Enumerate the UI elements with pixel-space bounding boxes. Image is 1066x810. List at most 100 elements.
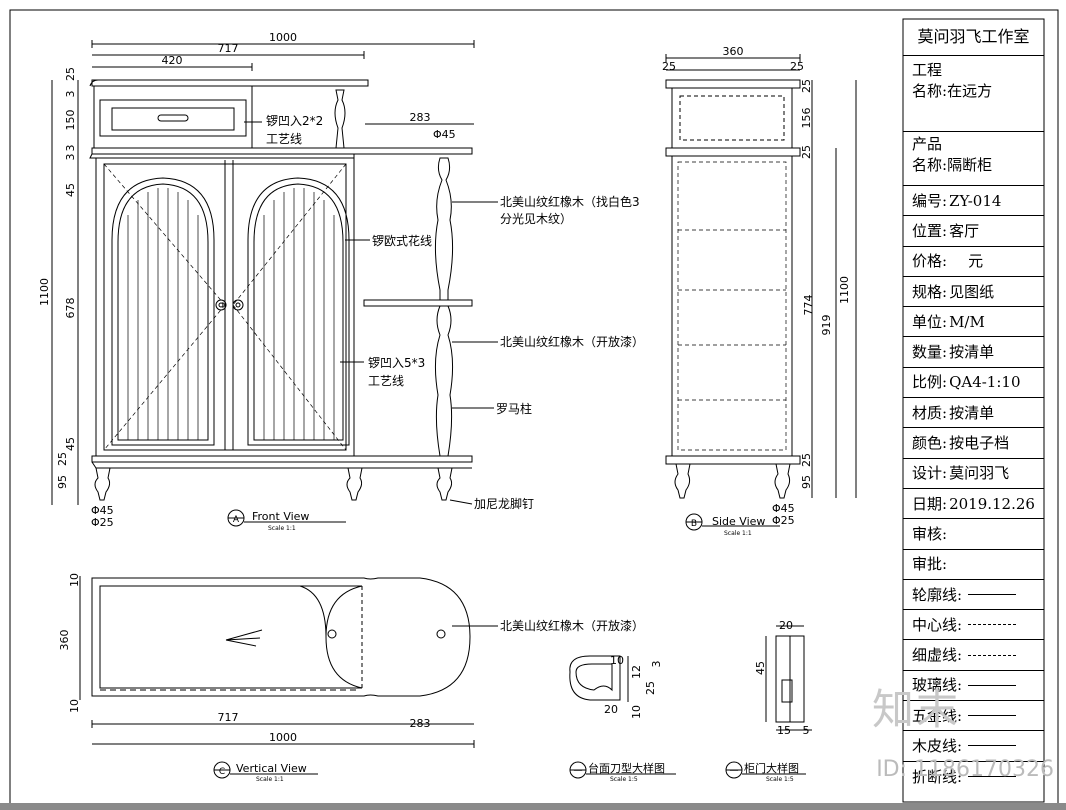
row-value: 按清单 xyxy=(949,343,995,362)
side-view-scale: Scale 1:1 xyxy=(724,530,752,537)
top-dim-283: 283 xyxy=(410,717,431,730)
front-view xyxy=(51,40,498,527)
note-groove-5x3: 锣凹入5*3 xyxy=(368,356,425,370)
product-name-key: 名称: xyxy=(912,156,948,174)
side-view-title: Side View xyxy=(712,515,765,528)
row-spec: 规格:见图纸 xyxy=(903,277,1044,308)
product-cell: 产品 名称:隔断柜 xyxy=(903,132,1044,186)
line-sample-solid xyxy=(968,715,1017,717)
top-dim-360: 360 xyxy=(58,630,71,651)
detail-top-scale: Scale 1:5 xyxy=(610,776,638,783)
dim-top-25: 25 xyxy=(64,67,77,81)
project-name: 在远方 xyxy=(947,82,993,100)
detail-door-dim-15: 15 xyxy=(777,724,791,737)
detail-top-dim-3: 3 xyxy=(650,661,663,668)
row-color: 颜色:按电子档 xyxy=(903,428,1044,459)
row-value: 元 xyxy=(949,252,984,271)
row-value: ZY-014 xyxy=(949,191,1002,210)
dim-25b: 25 xyxy=(56,452,69,466)
line-sample-solid xyxy=(968,684,1017,686)
detail-door-dim-20: 20 xyxy=(779,619,793,632)
side-dim-1100: 1100 xyxy=(838,276,851,304)
note-roman-column: 罗马柱 xyxy=(496,401,532,416)
dim-column-dia-top: Φ45 xyxy=(433,128,456,141)
title-block-frame xyxy=(902,18,1045,803)
detail-top-title: 台面刀型大样图 xyxy=(588,761,665,775)
row-number: 编号:ZY-014 xyxy=(903,186,1044,217)
row-date: 日期:2019.12.26 xyxy=(903,489,1044,520)
line-sample-dashdot xyxy=(968,624,1017,626)
dim-45b: 45 xyxy=(64,437,77,451)
dim-150: 150 xyxy=(64,110,77,131)
row-key: 数量: xyxy=(912,343,948,362)
dim-45a: 45 xyxy=(64,183,77,197)
line-sample-break xyxy=(968,776,1017,778)
top-view-scale: Scale 1:1 xyxy=(256,776,284,783)
side-dim-dia-45: Φ45 xyxy=(772,502,795,515)
row-key: 审批: xyxy=(912,555,948,574)
legend-key: 玻璃线: xyxy=(912,676,963,695)
legend-center: 中心线: xyxy=(903,610,1044,641)
side-dim-25a: 25 xyxy=(800,79,813,93)
detail-top-letter: 一 xyxy=(573,767,582,777)
row-key: 颜色: xyxy=(912,434,948,453)
top-view-title: Vertical View xyxy=(236,762,307,775)
side-view-letter: B xyxy=(691,519,697,529)
row-value: 见图纸 xyxy=(949,282,995,301)
row-key: 规格: xyxy=(912,282,948,301)
row-designer: 设计:莫问羽飞 xyxy=(903,459,1044,489)
note-oak-white: 北美山纹红橡木（找白色3 xyxy=(500,194,640,209)
dim-678: 678 xyxy=(64,298,77,319)
dim-foot-dia-25: Φ25 xyxy=(91,516,114,529)
side-dim-width: 360 xyxy=(723,45,744,58)
row-value: 按电子档 xyxy=(949,434,1010,453)
side-dim-156: 156 xyxy=(800,108,813,129)
legend-glass: 玻璃线: xyxy=(903,671,1044,702)
note-oak-white-2: 分光见木纹） xyxy=(500,212,572,226)
row-scale: 比例:QA4-1:10 xyxy=(903,368,1044,399)
legend-break: 折断线: xyxy=(903,762,1044,792)
row-location: 位置:客厅 xyxy=(903,216,1044,247)
project-cell: 工程 名称:在远方 xyxy=(903,56,1044,132)
row-key: 价格: xyxy=(912,252,948,271)
note-european-molding: 锣欧式花线 xyxy=(372,233,432,248)
detail-top-dim-25: 25 xyxy=(644,681,657,695)
row-price: 价格: 元 xyxy=(903,247,1044,277)
top-dim-10a: 10 xyxy=(68,573,81,587)
row-value: 客厅 xyxy=(949,221,980,240)
legend-key: 折断线: xyxy=(912,767,963,786)
detail-door-dim-45: 45 xyxy=(754,661,767,675)
legend-key: 木皮线: xyxy=(912,737,963,755)
legend-key: 五金线: xyxy=(912,706,963,725)
side-view xyxy=(665,54,857,531)
legend-hidden: 细虚线: xyxy=(903,640,1044,671)
top-view-letter: C xyxy=(219,767,225,777)
row-approve: 审批: xyxy=(903,550,1044,580)
dim-total-width: 1000 xyxy=(269,31,297,44)
legend-key: 细虚线: xyxy=(912,646,963,665)
row-key: 审核: xyxy=(912,524,948,543)
side-dim-25c: 25 xyxy=(800,453,813,467)
line-sample-solid xyxy=(968,594,1017,595)
watermark-bar xyxy=(0,803,1066,810)
detail-door-scale: Scale 1:5 xyxy=(766,776,794,783)
top-dim-1000: 1000 xyxy=(269,731,297,744)
row-key: 编号: xyxy=(912,191,948,210)
note-oak-open-lacquer: 北美山纹红橡木（开放漆） xyxy=(500,334,644,349)
row-quantity: 数量:按清单 xyxy=(903,337,1044,368)
row-key: 设计: xyxy=(912,464,948,483)
top-view xyxy=(79,576,498,779)
front-view-title: Front View xyxy=(252,510,309,523)
row-value: 2019.12.26 xyxy=(949,494,1035,513)
legend-key: 中心线: xyxy=(912,615,963,634)
side-dim-95: 95 xyxy=(800,475,813,489)
studio-name: 莫问羽飞工作室 xyxy=(903,19,1044,56)
detail-door-dim-5: 5 xyxy=(803,724,810,737)
row-key: 单位: xyxy=(912,312,948,331)
top-note-oak: 北美山纹红橡木（开放漆） xyxy=(500,618,644,633)
dim-cabinet-width: 717 xyxy=(218,42,239,55)
row-key: 比例: xyxy=(912,373,948,392)
detail-door-letter: 一 xyxy=(729,767,738,777)
side-dim-right-25: 25 xyxy=(790,60,804,73)
